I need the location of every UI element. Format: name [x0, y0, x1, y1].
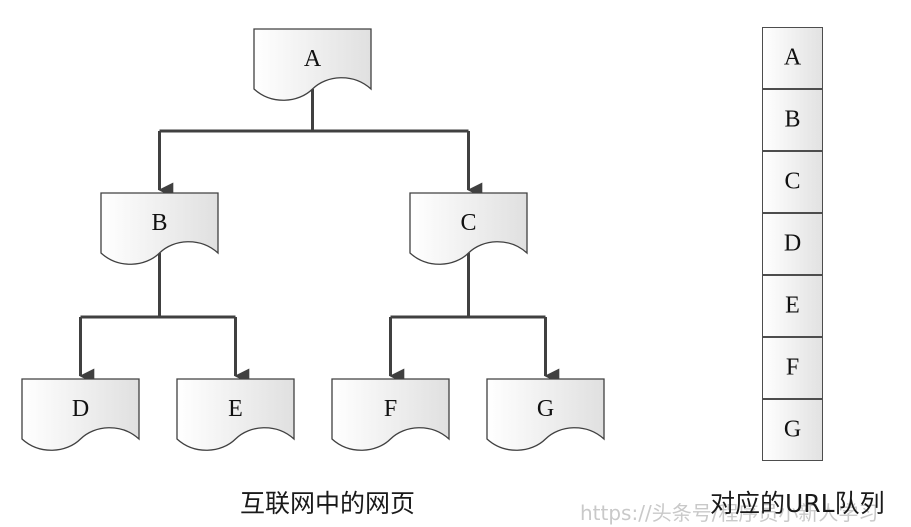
- page-node-label: A: [304, 46, 322, 72]
- queue-cell-label: G: [783, 416, 802, 443]
- page-node-label: G: [537, 396, 554, 422]
- page-node-label: F: [384, 396, 397, 422]
- watermark-text: https://头条号/程序员小新人学习: [580, 501, 879, 525]
- queue-cell-label: E: [785, 292, 800, 319]
- queue-cell-a: A: [762, 27, 823, 89]
- document-shape: [21, 378, 140, 451]
- document-shape: [176, 378, 295, 451]
- queue-cell-label: C: [784, 168, 801, 195]
- page-node-c: C: [409, 192, 528, 265]
- document-shape: [253, 28, 372, 101]
- document-shape: [409, 192, 528, 265]
- page-node-g: G: [486, 378, 605, 451]
- queue-cell-label: D: [783, 230, 802, 257]
- page-node-d: D: [21, 378, 140, 451]
- tree-nodes: A B C D E F G: [21, 28, 605, 451]
- queue-caption: 对应的URL队列: [710, 489, 885, 518]
- queue-cell-f: F: [762, 337, 823, 399]
- page-node-a: A: [253, 28, 372, 101]
- page-node-label: B: [151, 210, 167, 236]
- queue-cell-e: E: [762, 275, 823, 337]
- queue-cell-b: B: [762, 89, 823, 151]
- queue-cell-g: G: [762, 399, 823, 461]
- queue-cell-label: B: [784, 106, 801, 133]
- queue-cell-c: C: [762, 151, 823, 213]
- document-shape: [100, 192, 219, 265]
- page-node-label: E: [228, 396, 243, 422]
- page-node-label: D: [72, 396, 89, 422]
- page-node-e: E: [176, 378, 295, 451]
- page-node-b: B: [100, 192, 219, 265]
- tree-edges: [79, 89, 560, 384]
- tree-caption: 互联网中的网页: [240, 489, 416, 518]
- document-shape: [331, 378, 450, 451]
- queue-cell-label: F: [785, 354, 800, 381]
- queue-cell-d: D: [762, 213, 823, 275]
- document-shape: [486, 378, 605, 451]
- queue-cell-label: A: [783, 44, 802, 71]
- page-node-label: C: [460, 210, 476, 236]
- page-node-f: F: [331, 378, 450, 451]
